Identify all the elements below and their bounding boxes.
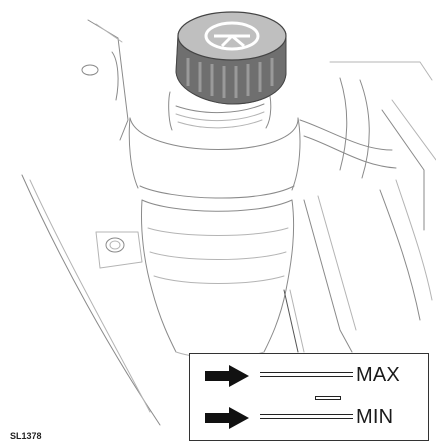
legend-row-max: MAX (190, 361, 430, 391)
min-label: MIN (356, 406, 394, 428)
min-level-line (260, 414, 353, 419)
max-label: MAX (356, 364, 400, 386)
max-level-line (260, 372, 353, 377)
hose-right (299, 119, 393, 151)
reservoir-flange-lower (141, 199, 293, 212)
stand-pipe (283, 289, 299, 353)
bracket-slot (81, 64, 99, 76)
arrow-right-icon (205, 365, 249, 387)
bracket-hole (105, 237, 125, 253)
legend-row-min: MIN (190, 403, 430, 433)
filler-thread (175, 103, 265, 113)
frame-rail (303, 199, 353, 353)
reservoir-neck-left (168, 91, 173, 131)
figure-code: SL1378 (10, 431, 42, 441)
reservoir-shoulder (129, 117, 299, 150)
reservoir-flange-upper (139, 185, 295, 199)
reservoir-level-marker (315, 396, 341, 400)
level-legend: MAX MIN (189, 353, 429, 441)
arrow-right-icon (205, 407, 249, 429)
